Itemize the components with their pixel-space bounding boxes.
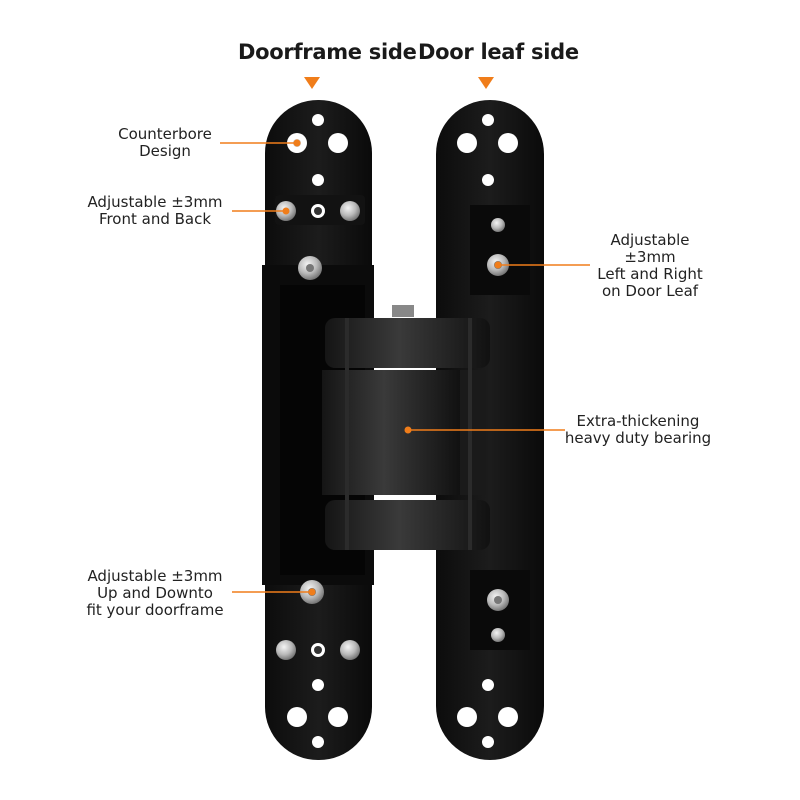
left-right-label-line3: Left and Right [597, 265, 703, 283]
counterbore-label-line1: Counterbore [118, 125, 212, 143]
bearing-label: Extra-thickening heavy duty bearing [563, 413, 713, 447]
bearing-label-line2: heavy duty bearing [564, 429, 712, 447]
door-leaf-arrow-icon [478, 77, 494, 89]
callout-dots [282, 139, 502, 596]
left-right-label-line4: on Door Leaf [601, 282, 699, 300]
doorframe-side-heading: Doorframe side [238, 40, 417, 64]
counterbore-label: Counterbore Design [110, 126, 220, 160]
callout-lines [220, 142, 590, 593]
up-down-label-line3: fit your doorframe [86, 601, 224, 619]
left-right-label: Adjustable ±3mm Left and Right on Door L… [585, 232, 715, 300]
front-back-label-line1: Adjustable ±3mm [87, 193, 223, 211]
bearing-knuckle [322, 305, 490, 550]
door-leaf-side-heading: Door leaf side [418, 40, 579, 64]
up-down-label-line1: Adjustable ±3mm [87, 567, 223, 585]
up-down-label-line2: Up and Downto [97, 584, 213, 602]
front-back-label: Adjustable ±3mm Front and Back [80, 194, 230, 228]
counterbore-label-line2: Design [139, 142, 191, 160]
bearing-label-line1: Extra-thickening [576, 412, 700, 430]
left-right-label-line2: ±3mm [624, 248, 676, 266]
doorframe-arrow-icon [304, 77, 320, 89]
up-down-label: Adjustable ±3mm Up and Downto fit your d… [75, 568, 235, 619]
front-back-label-line2: Front and Back [98, 210, 212, 228]
left-right-label-line1: Adjustable [610, 231, 690, 249]
